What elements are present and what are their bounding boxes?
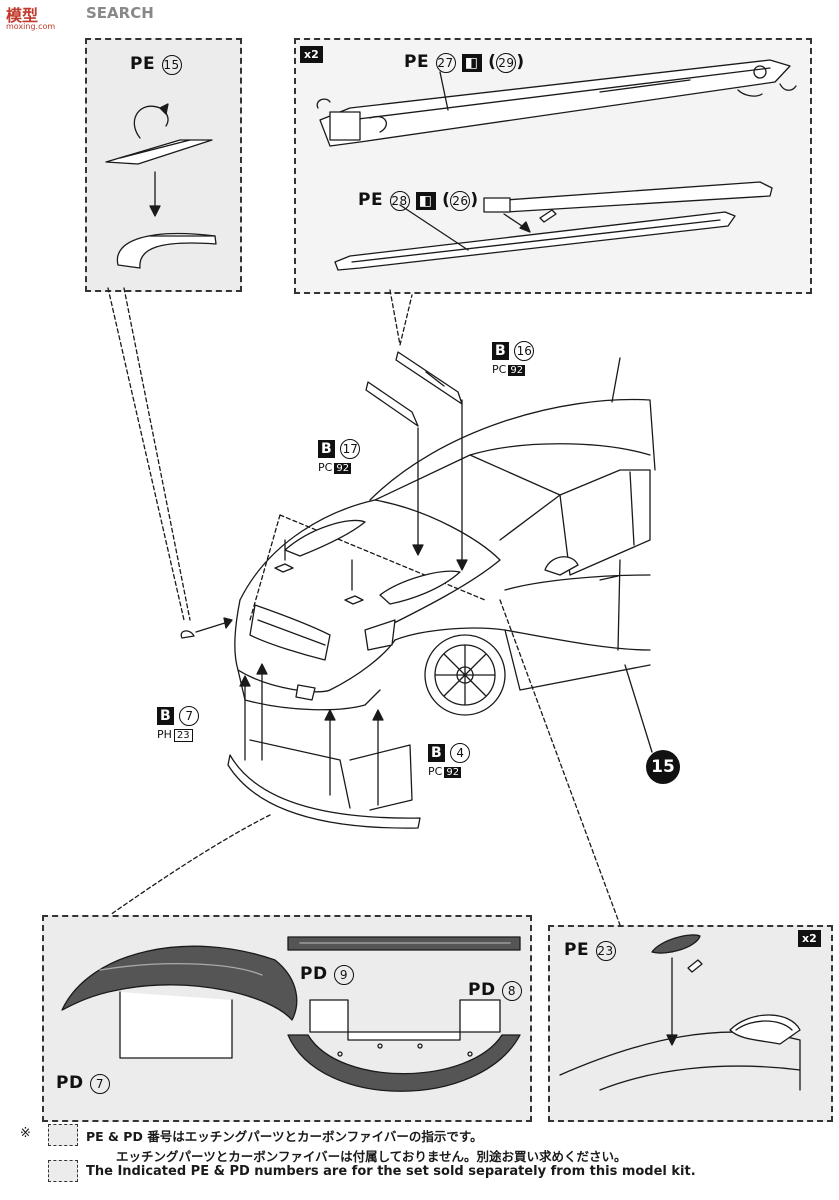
pd7-part: PD (56, 1073, 84, 1093)
callout-pe15 (85, 38, 242, 292)
footnote-dashbox-en (48, 1160, 78, 1182)
b16-letter: B (492, 342, 509, 360)
pe15-plate-bent (116, 232, 217, 269)
hood-pins (274, 539, 364, 605)
pe23-vent-mesh (559, 934, 801, 1091)
b7-letter: B (157, 707, 174, 725)
wiper-blade-b17 (365, 381, 424, 556)
label-pd7: PD 7 (56, 1073, 110, 1094)
b17-number: 17 (340, 439, 361, 459)
pd7-number: 7 (90, 1074, 110, 1094)
pd7-splitter-blade (61, 945, 298, 1059)
pd9-part: PD (300, 964, 328, 984)
pe27-part: PE (404, 52, 430, 72)
pe23-number: 23 (595, 941, 616, 961)
label-pe23: PE 23 (564, 940, 616, 961)
label-pd8: PD 8 (468, 980, 522, 1001)
pd8-splitter-plate (287, 999, 521, 1092)
step-number-badge: 15 (646, 750, 680, 784)
mirror-icon: ◧ (461, 54, 482, 72)
pe28-part: PE (358, 190, 384, 210)
pe27-number: 27 (435, 53, 456, 73)
pe15-part: PE (130, 54, 156, 74)
pe23-part: PE (564, 940, 590, 960)
b17-letter: B (318, 440, 335, 458)
pd8-part: PD (468, 980, 496, 1000)
car-body (234, 357, 656, 716)
pd9-strip (287, 936, 521, 951)
footnote-jp-line1: PE & PD 番号はエッチングパーツとカーボンファイバーの指示です。 (86, 1129, 483, 1144)
footnote-en-line: The Indicated PE & PD numbers are for th… (86, 1164, 696, 1179)
b4-number: 4 (450, 743, 471, 763)
label-pe28: PE 28 ◧ (26) (358, 190, 479, 211)
b7-number: 7 (179, 706, 200, 726)
watermark: 模型 SEARCH moxing.com (0, 0, 170, 34)
label-pe27: PE 27 ◧ (29) (404, 52, 525, 73)
multiplier-bottom: x2 (798, 930, 821, 947)
mirror-icon: ◧ (415, 192, 436, 210)
b16-number: 16 (514, 341, 535, 361)
pe28-number: 28 (389, 191, 410, 211)
b4-letter: B (428, 744, 445, 762)
pe27-alt-number: 29 (496, 53, 517, 73)
tow-hook-b7 (180, 617, 233, 639)
footnote-mark: ※ (20, 1126, 31, 1141)
pd8-number: 8 (502, 981, 522, 1001)
pd9-number: 9 (334, 965, 354, 985)
pe15-plate-flat (105, 139, 213, 165)
footnote-jp-line2: エッチングパーツとカーボンファイバーは付属しておりません。別途お買い求めください… (116, 1149, 627, 1164)
watermark-text: SEARCH (86, 4, 154, 22)
wiper-arm-pe27 (316, 59, 797, 147)
label-pe15: PE 15 (130, 54, 182, 75)
label-pd9: PD 9 (300, 964, 354, 985)
multiplier-top: x2 (300, 46, 323, 63)
wiper-arm-pe28 (334, 181, 773, 271)
step-number: 15 (651, 757, 675, 777)
footnote-dashbox-jp (48, 1124, 78, 1146)
pe15-number: 15 (161, 55, 182, 75)
wiper-blade-b16 (395, 351, 468, 571)
watermark-url: moxing.com (6, 22, 56, 31)
pe28-alt-number: 26 (450, 191, 471, 211)
watermark-brand: 模型 (6, 6, 39, 25)
front-splitter-b4 (227, 663, 421, 829)
